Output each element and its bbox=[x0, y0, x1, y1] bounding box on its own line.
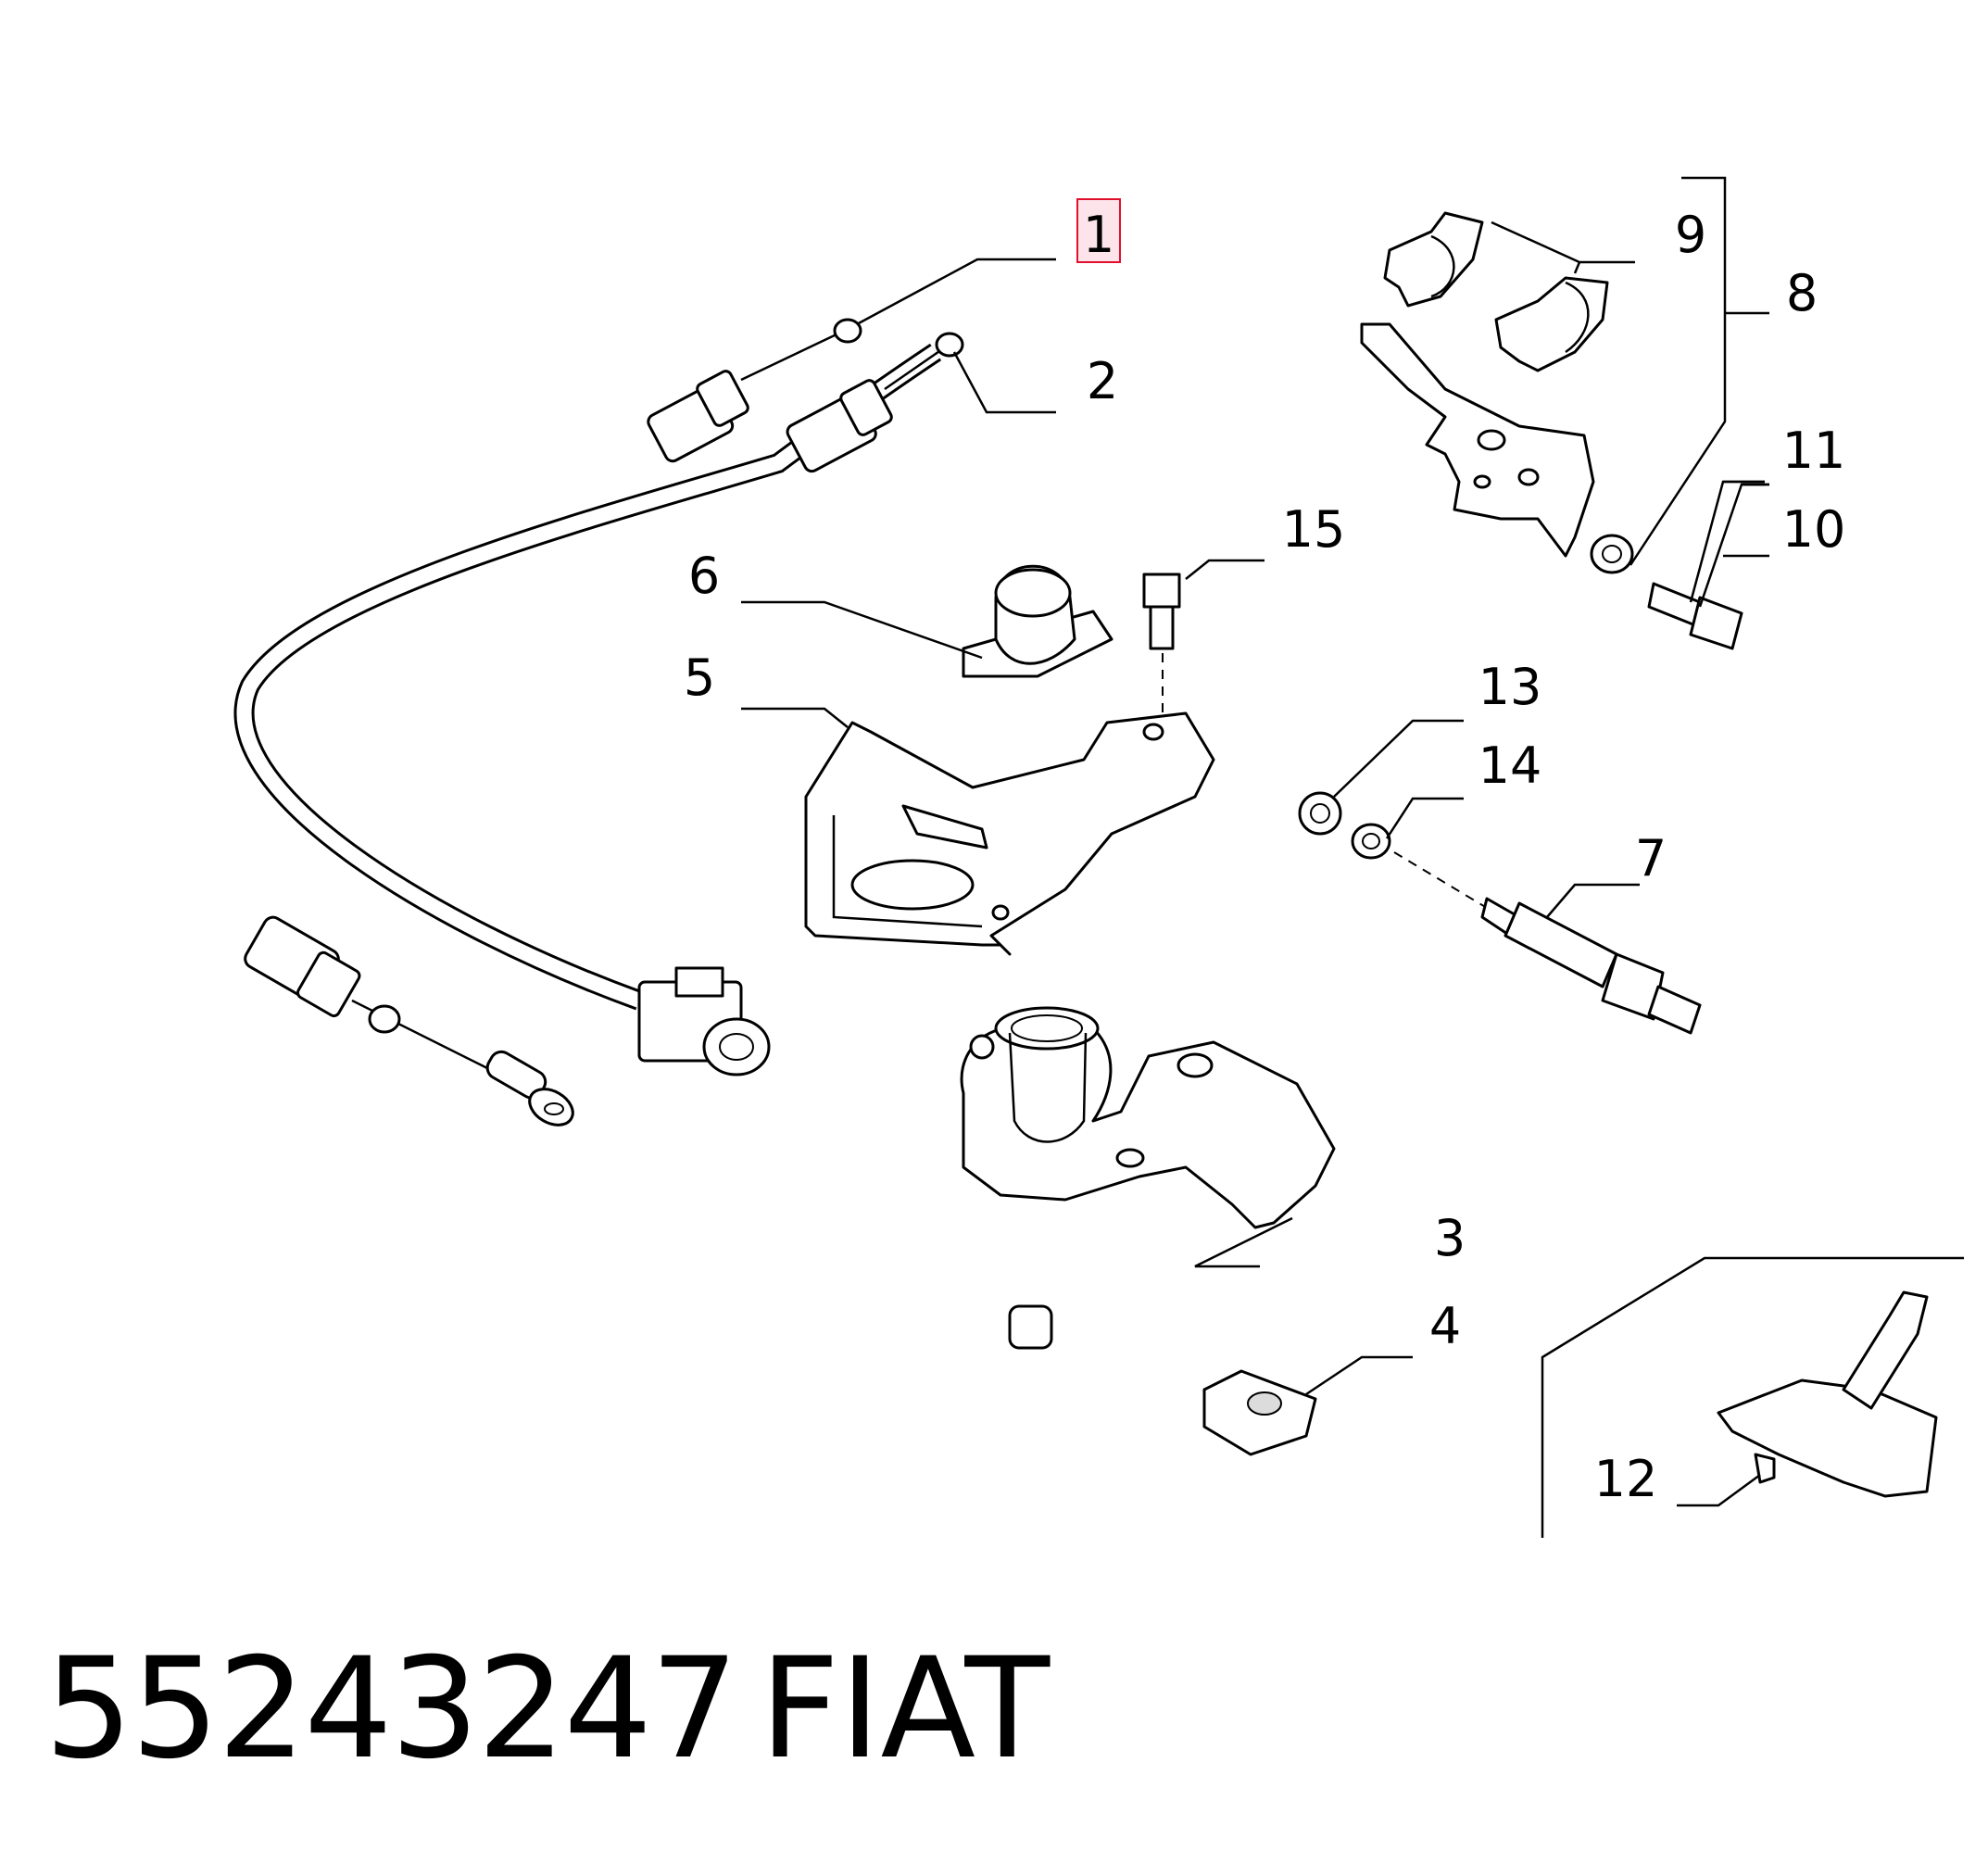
callout-3[interactable]: 3 bbox=[1434, 1209, 1466, 1267]
callout-1-highlight bbox=[1076, 198, 1121, 263]
part-14-washer bbox=[1351, 823, 1488, 909]
callout-11[interactable]: 11 bbox=[1782, 422, 1846, 480]
callout-10[interactable]: 10 bbox=[1782, 500, 1846, 559]
callout-9[interactable]: 9 bbox=[1675, 206, 1706, 264]
callout-14[interactable]: 14 bbox=[1478, 736, 1542, 795]
callout-8[interactable]: 8 bbox=[1786, 264, 1818, 322]
callout-4[interactable]: 4 bbox=[1429, 1297, 1461, 1355]
part-5-bracket bbox=[804, 711, 1215, 956]
brand-name: FIAT bbox=[760, 1629, 1051, 1790]
callouts: 1 2 3 4 5 6 7 8 9 10 11 12 13 14 15 bbox=[684, 198, 1846, 1508]
callout-7[interactable]: 7 bbox=[1635, 829, 1667, 887]
callout-15[interactable]: 15 bbox=[1282, 500, 1346, 559]
callout-2[interactable]: 2 bbox=[1087, 352, 1118, 410]
part-7-pivot-pin bbox=[1480, 897, 1702, 1035]
part-13-nut bbox=[1298, 791, 1342, 836]
part-10-bolt bbox=[1647, 582, 1743, 650]
callout-5[interactable]: 5 bbox=[684, 648, 715, 707]
part-3-lever-housing bbox=[960, 1006, 1336, 1229]
part-1-2-gear-cables bbox=[131, 318, 964, 1127]
part-11-washer bbox=[1590, 534, 1634, 574]
leader-lines bbox=[741, 176, 1769, 1507]
callout-6[interactable]: 6 bbox=[688, 547, 720, 605]
callout-13[interactable]: 13 bbox=[1478, 658, 1542, 716]
part-6-rubber-boot bbox=[962, 564, 1114, 678]
part-12-inset bbox=[1541, 1256, 1964, 1538]
part-15-bolt bbox=[1142, 573, 1181, 732]
callout-1[interactable]: 1 bbox=[1083, 206, 1114, 264]
callout-12[interactable]: 12 bbox=[1594, 1450, 1658, 1508]
part-8-9-cable-bracket bbox=[1360, 211, 1609, 558]
part-number: 55243247 bbox=[44, 1629, 738, 1790]
part-4-link-rod bbox=[1008, 1304, 1317, 1456]
